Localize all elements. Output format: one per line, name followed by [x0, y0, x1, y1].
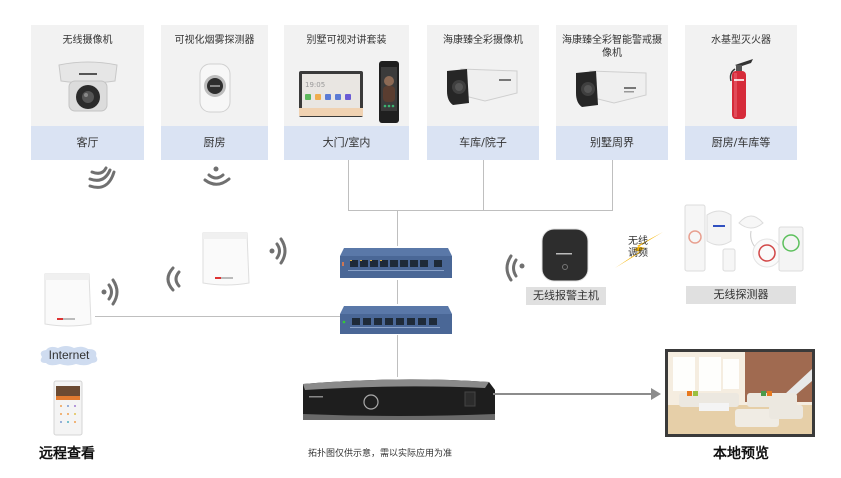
alarm-host-label: 无线报警主机 [526, 287, 606, 305]
device-card-fire-extinguisher: 水基型灭火器 厨房/车库等 [685, 25, 797, 160]
device-location: 车库/院子 [427, 126, 539, 160]
wifi-signal-icon [155, 266, 181, 296]
wifi-signal-icon [268, 235, 292, 271]
device-name: 海康臻全彩摄像机 [443, 35, 523, 46]
wifi-signal-icon [100, 276, 124, 312]
nvr-device [299, 376, 499, 430]
dome-camera-icon [55, 59, 121, 117]
mesh-router-secondary [199, 227, 253, 293]
internet-label: Internet [48, 348, 90, 362]
arrow-head-icon [651, 388, 661, 400]
device-card-smart-alert-camera: 海康臻全彩智能警戒摄像机 别墅周界 [556, 25, 668, 160]
hdmi-output-arrow [493, 393, 653, 395]
wire-camera-drop [483, 160, 484, 211]
local-preview-label: 本地预览 [713, 446, 769, 462]
wire-router-to-switch [95, 316, 340, 317]
wire-bus-to-switch [397, 210, 398, 246]
monitor-display [665, 349, 815, 443]
smoke-detector-icon [198, 62, 232, 114]
device-name: 海康臻全彩智能警戒摄像机 [562, 35, 662, 59]
wire-switch-to-switch [397, 280, 398, 304]
device-card-smoke-detector: 可视化烟雾探测器 厨房 [161, 25, 268, 160]
wifi-signal-icon [201, 165, 233, 193]
device-name: 无线摄像机 [62, 35, 113, 46]
video-intercom-icon: 19:05 [293, 59, 401, 125]
device-card-video-intercom: 别墅可视对讲套装 19:05 大门/室内 [284, 25, 409, 160]
wireless-detectors-group [683, 203, 807, 279]
device-location: 客厅 [31, 126, 144, 160]
wireless-detectors-label: 无线探测器 [686, 286, 796, 304]
mesh-router-main [41, 266, 95, 334]
device-name: 可视化烟雾探测器 [174, 35, 255, 46]
fire-extinguisher-icon [725, 57, 757, 121]
device-location: 别墅周界 [556, 126, 668, 160]
bullet-camera-icon [445, 65, 521, 109]
wifi-signal-icon [502, 254, 526, 288]
smartphone-icon [53, 380, 83, 440]
internet-cloud: Internet [36, 345, 102, 367]
device-card-wireless-camera: 无线摄像机 客厅 [31, 25, 144, 160]
wire-alert-camera-drop [612, 160, 613, 211]
device-location: 大门/室内 [284, 126, 409, 160]
disclaimer-note: 拓扑图仅供示意，需以实际应用为准 [308, 449, 453, 459]
remote-view-label: 远程查看 [39, 446, 95, 462]
wire-switch-to-nvr [397, 335, 398, 377]
wireless-link-label: 无线 调频 [628, 236, 648, 260]
wifi-signal-icon [88, 166, 116, 194]
poe-switch-upper [338, 246, 454, 284]
alarm-host-device [540, 227, 590, 287]
lightning-icon [613, 230, 665, 274]
svg-text:19:05: 19:05 [305, 81, 325, 89]
device-name: 别墅可视对讲套装 [306, 35, 387, 46]
wireless-link-label-line2: 调频 [628, 248, 648, 259]
device-name: 水基型灭火器 [711, 35, 771, 46]
wireless-link-label-line1: 无线 [628, 236, 648, 247]
smart-bullet-camera-icon [574, 67, 650, 111]
poe-switch-lower [338, 304, 454, 340]
device-location: 厨房 [161, 126, 268, 160]
wire-intercom-drop [348, 160, 349, 211]
wire-camera-bus [348, 210, 613, 211]
device-card-fullcolor-camera: 海康臻全彩摄像机 车库/院子 [427, 25, 539, 160]
device-location: 厨房/车库等 [685, 126, 797, 160]
